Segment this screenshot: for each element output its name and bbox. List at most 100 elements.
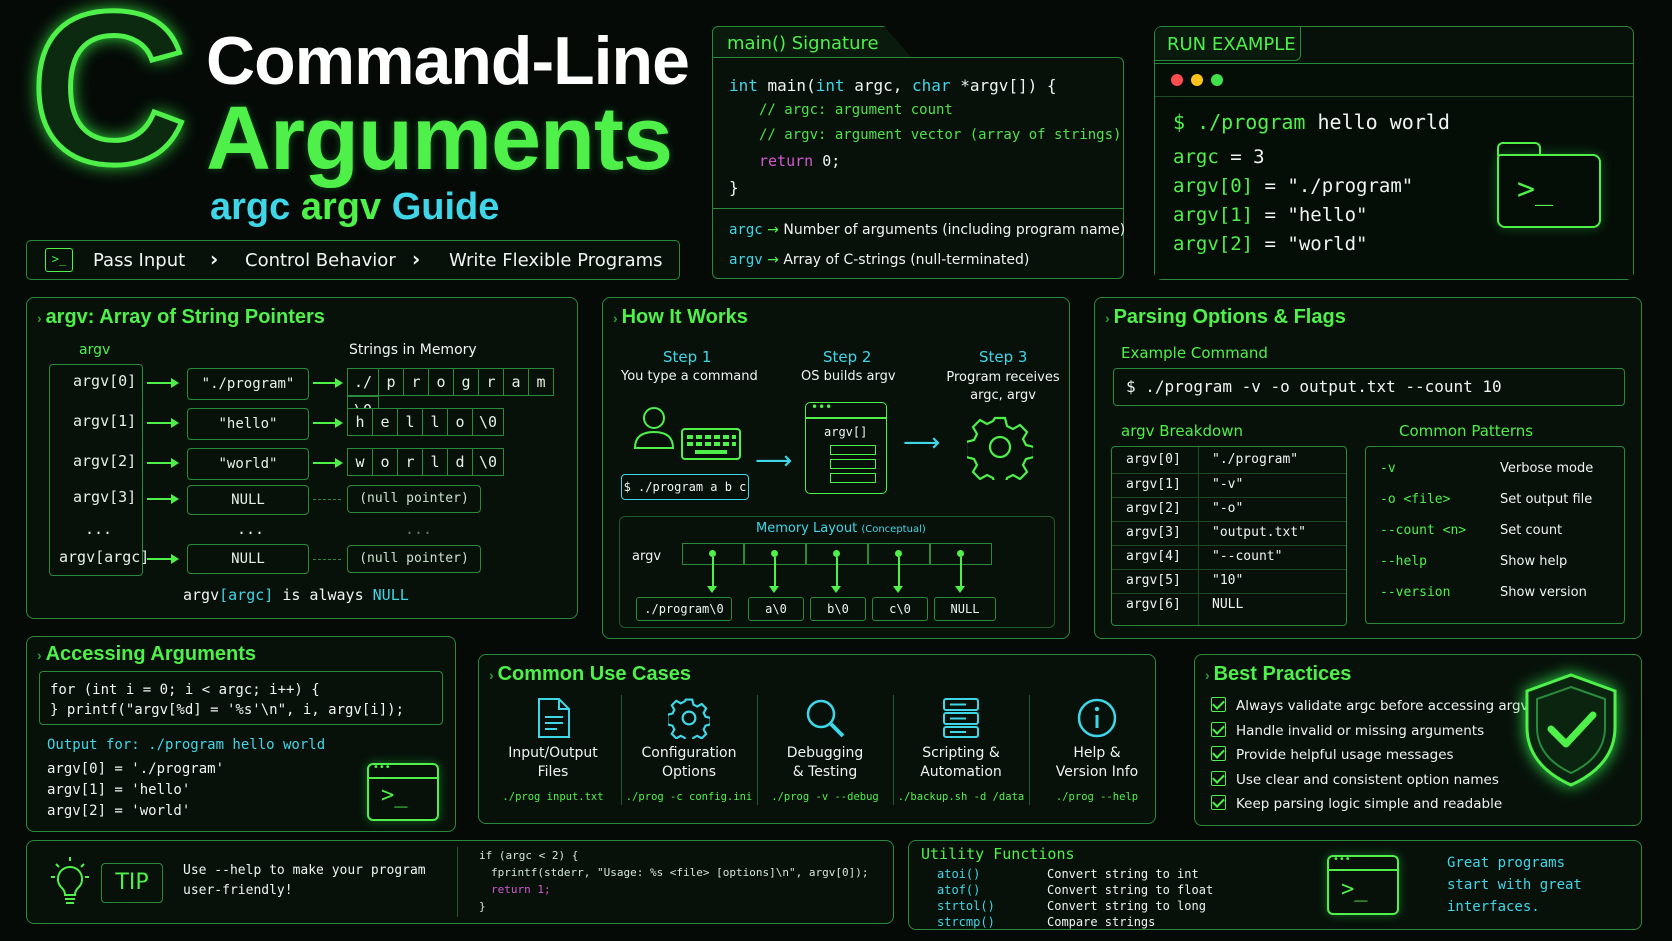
- run-command: $ ./program hello world: [1173, 110, 1450, 134]
- arrow-icon: →: [767, 222, 784, 238]
- use-case-label: Version Info: [1055, 764, 1139, 780]
- breakdown-value: "-v": [1212, 477, 1244, 492]
- panel-title: How It Works: [613, 306, 748, 329]
- tagline-item-2: Write Flexible Programs: [449, 250, 663, 271]
- pattern-desc: Set count: [1500, 523, 1563, 538]
- use-case-label: Configuration: [641, 745, 737, 761]
- argv-pointer: NULL: [187, 544, 309, 574]
- breakdown-value: "10": [1212, 573, 1244, 588]
- null-pointer: ...: [405, 520, 433, 538]
- tip-text: user-friendly!: [183, 883, 293, 898]
- panel-title: Parsing Options & Flags: [1105, 306, 1346, 329]
- use-case-label: Files: [537, 764, 569, 780]
- char-cell: h: [347, 408, 373, 436]
- arrow-icon: [147, 458, 179, 468]
- signature-tab: main() Signature: [712, 26, 912, 58]
- use-case-item: Debugging& Testing./prog -v --debug: [757, 695, 893, 813]
- use-case-command: ./prog --help: [1055, 791, 1139, 803]
- use-case-label: Help &: [1073, 745, 1121, 761]
- char-cell: r: [397, 448, 423, 476]
- practice-item: Use clear and consistent option names: [1211, 770, 1499, 788]
- signature-tab-label: main() Signature: [727, 33, 879, 54]
- breakdown-key: argv[2]: [1126, 501, 1181, 516]
- signature-panel: int main(int argc, char *argv[]) { // ar…: [712, 57, 1125, 279]
- char-cell: r: [403, 368, 429, 396]
- use-case-command: ./prog -c config.ini: [625, 791, 753, 803]
- example-label: Example Command: [1121, 344, 1268, 362]
- tip-code-line: if (argc < 2) {: [479, 849, 579, 862]
- arrow-icon: [313, 378, 343, 388]
- string-memory-row: ./program\0: [347, 368, 577, 424]
- practice-item: Always validate argc before accessing ar…: [1211, 697, 1529, 714]
- use-case-label: Automation: [920, 764, 1002, 780]
- checkbox-icon: [1211, 697, 1226, 712]
- slogan-line: Great programs: [1447, 855, 1566, 871]
- memory-title: Memory Layout (Conceptual): [756, 521, 926, 536]
- argv-pointer: "world": [187, 448, 309, 480]
- argv-pointer: NULL: [187, 485, 309, 515]
- arrow-icon: [313, 418, 343, 428]
- char-cell: \0: [472, 448, 504, 476]
- pointer-line: [712, 557, 714, 589]
- panel-title: argv: Array of String Pointers: [37, 306, 325, 329]
- step-label: Step 1: [663, 348, 712, 366]
- output-line: argv[0] = './program': [47, 761, 225, 777]
- argv-index: argv[1]: [73, 412, 137, 430]
- use-case-command: ./prog input.txt: [502, 791, 604, 803]
- argv-pointer: "hello": [187, 408, 309, 440]
- memory-label: argv: [632, 549, 662, 564]
- breakdown-value: "output.txt": [1212, 525, 1306, 540]
- tip-code-line: return 1;: [491, 883, 551, 896]
- practice-text: Always validate argc before accessing ar…: [1236, 698, 1529, 714]
- pointer-dot: [957, 550, 964, 557]
- use-case-command: ./prog -v --debug: [771, 791, 879, 803]
- pointer-line: [836, 557, 838, 589]
- breakdown-table: argv[0]"./program"argv[1]"-v"argv[2]"-o"…: [1111, 446, 1347, 626]
- run-output-line: argv[0] = "./program": [1173, 175, 1414, 197]
- run-output-line: argv[2] = "world": [1173, 233, 1368, 255]
- pattern-flag: -v: [1380, 461, 1396, 476]
- arrow-icon: [147, 494, 179, 504]
- note-argv: argv → Array of C-strings (null-terminat…: [729, 252, 1030, 268]
- pattern-flag: --count <n>: [1380, 523, 1467, 538]
- memory-cell: NULL: [934, 597, 996, 621]
- arrow-down-icon: [769, 586, 779, 593]
- arrow-icon: [313, 458, 343, 468]
- arrow-down-icon: [707, 586, 717, 593]
- pattern-flag: --help: [1380, 554, 1427, 569]
- char-cell: m: [528, 368, 554, 396]
- tip-panel: TIP Use --help to make your program user…: [26, 840, 894, 924]
- argv-builder-box: ••• argv[]: [805, 400, 887, 494]
- panel-title: Common Use Cases: [489, 663, 691, 686]
- info-icon: [1029, 697, 1165, 743]
- checkbox-icon: [1211, 795, 1226, 810]
- title-line1: Command-Line: [206, 23, 690, 99]
- pattern-desc: Verbose mode: [1500, 461, 1594, 476]
- argv-footer: argv[argc] is always NULL: [183, 586, 409, 604]
- use-case-label: Input/Output: [508, 745, 598, 761]
- pointer-dot: [833, 550, 840, 557]
- tagline-bar: >_ Pass Input › Control Behavior › Write…: [26, 240, 680, 280]
- how-it-works-panel: How It Works Step 1 You type a command S…: [602, 297, 1070, 639]
- char-cell: o: [372, 448, 398, 476]
- subtitle: argc argv Guide: [210, 186, 499, 229]
- arrow-icon: [147, 378, 179, 388]
- col-label-argv: argv: [79, 342, 111, 358]
- run-output-line: argc = 3: [1173, 146, 1265, 168]
- window-maximize-dot: [1211, 74, 1223, 86]
- pointer-line: [960, 557, 962, 589]
- breakdown-title: argv Breakdown: [1121, 422, 1243, 440]
- utility-fn: strcmp(): [937, 915, 995, 929]
- patterns-title: Common Patterns: [1399, 422, 1534, 440]
- step-desc: OS builds argv: [801, 369, 896, 384]
- practice-text: Handle invalid or missing arguments: [1236, 722, 1485, 739]
- arrow-down-icon: [831, 586, 841, 593]
- tip-badge: TIP: [101, 863, 163, 903]
- practice-item: Keep parsing logic simple and readable: [1211, 795, 1502, 812]
